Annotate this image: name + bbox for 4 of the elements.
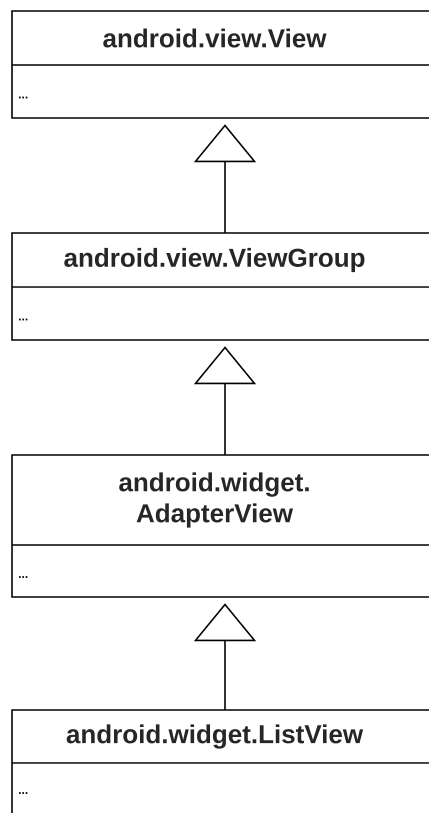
class-box: android.view.ViewGroup ... <box>11 232 429 341</box>
class-box: android.widget. AdapterView ... <box>11 454 429 598</box>
class-box: android.widget.ListView ... <box>11 709 429 813</box>
class-box: android.view.View ... <box>11 10 429 119</box>
